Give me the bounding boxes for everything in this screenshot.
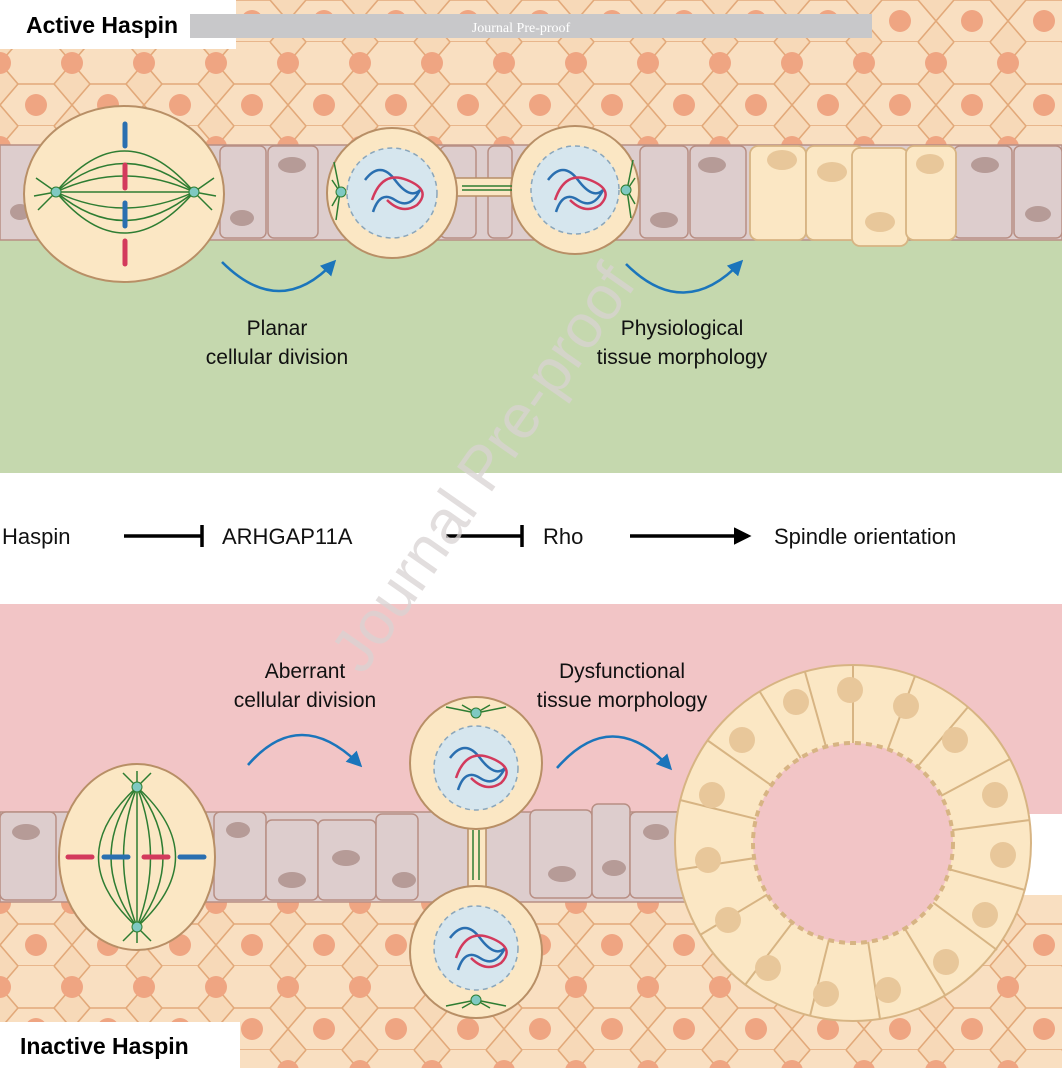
inhibit-edge-1 bbox=[124, 525, 204, 547]
inactive-title-box bbox=[0, 1022, 240, 1068]
inactive-step1-line2: cellular division bbox=[234, 689, 376, 712]
cyst-lumen bbox=[751, 741, 955, 945]
transition-arrow-3 bbox=[247, 733, 363, 768]
active-step2-line2: tissue morphology bbox=[597, 346, 768, 369]
transition-arrow-2 bbox=[625, 259, 744, 294]
active-title: Active Haspin bbox=[26, 12, 178, 38]
active-step1-line2: cellular division bbox=[206, 346, 348, 369]
pathway-node-haspin: Haspin bbox=[2, 524, 70, 549]
cyst-structure bbox=[674, 664, 1032, 1022]
active-step2-line1: Physiological bbox=[621, 317, 744, 340]
watermark-banner-text: Journal Pre-proof bbox=[472, 21, 571, 36]
metaphase-cell-aberrant bbox=[58, 763, 216, 951]
lumen-green-background bbox=[0, 235, 1062, 473]
pathway-node-spindle-orientation: Spindle orientation bbox=[774, 524, 956, 549]
dividing-cells-aberrant bbox=[409, 696, 543, 1019]
inactive-title: Inactive Haspin bbox=[20, 1033, 189, 1059]
inactive-step2-line1: Dysfunctional bbox=[559, 660, 685, 683]
inactive-step2-line2: tissue morphology bbox=[537, 689, 708, 712]
inhibit-edge-2 bbox=[446, 525, 524, 547]
dividing-cells-planar bbox=[326, 125, 640, 259]
inactive-panel: Aberrant cellular division Dysfunctional… bbox=[0, 604, 1062, 1068]
metaphase-cell-planar bbox=[23, 105, 225, 283]
watermark-banner bbox=[190, 14, 872, 38]
transition-arrow-1 bbox=[221, 259, 337, 293]
active-panel: Planar cellular division Physiological t… bbox=[0, 0, 1062, 473]
active-step1-line1: Planar bbox=[247, 317, 308, 340]
inactive-step1-line1: Aberrant bbox=[265, 660, 346, 683]
pathway-node-arhgap11a: ARHGAP11A bbox=[222, 524, 353, 549]
pathway: Haspin ARHGAP11A Rho Spindle orientation bbox=[2, 524, 956, 549]
pathway-node-rho: Rho bbox=[543, 524, 583, 549]
transition-arrow-4 bbox=[556, 735, 673, 771]
